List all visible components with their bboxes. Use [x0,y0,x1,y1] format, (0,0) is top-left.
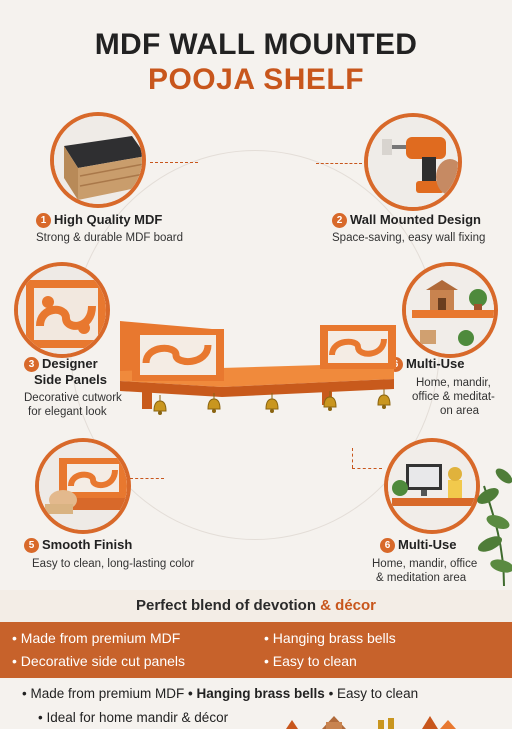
page-subtitle: POOJA SHELF [147,63,365,96]
shelf-with-bells-icon [120,321,396,415]
bottom-band: • Made from premium MDF • Hanging brass … [0,678,512,729]
bottom-line-1: • Made from premium MDF • Hanging brass … [22,686,419,701]
feature-3-desc-2: for elegant look [28,406,107,418]
side-panel-image [14,262,110,358]
page-title: MDF WALL MOUNTED [94,28,418,61]
home-mandir-icon [406,266,494,354]
tagline-band: Perfect blend of devotion & décor [0,590,512,622]
feature-6-desc-1: Home, mandir, office [372,558,478,570]
feature-6-desc-2: & meditation area [376,572,467,584]
tagline: Perfect blend of devotion & décor [135,597,377,614]
office-desk-icon [388,442,476,530]
highlight-3: • Decorative side cut panels [12,653,185,669]
plant-decoration-icon [477,468,512,586]
multi-use-image-2 [384,438,480,534]
pooja-shelf-image [112,315,402,425]
feature-3-desc-1: Decorative cutwork [24,392,122,404]
feature-4-desc-3: on area [440,405,480,417]
multi-use-image-1 [402,262,498,358]
temple-icons [286,716,456,729]
feature-3-title-line2: Side Panels [34,372,107,387]
drill-icon [368,117,458,207]
highlights-band: • Made from premium MDF • Hanging brass … [0,622,512,678]
feature-1-desc: Strong & durable MDF board [36,232,184,244]
bottom-line-2: • Ideal for home mandir & décor [38,710,229,725]
drill-image [364,113,462,211]
feature-2-desc: Space-saving, easy wall fixing [332,232,486,244]
cutwork-panel-icon [18,266,106,354]
smooth-finish-image [35,438,131,534]
highlight-1: • Made from premium MDF [12,630,181,646]
feature-4-desc-1: Home, mandir, [416,377,491,389]
highlight-2: • Hanging brass bells [264,630,396,646]
highlight-4: • Easy to clean [264,653,357,669]
feature-4-desc-2: office & meditat- [412,391,495,403]
mdf-board-icon [54,116,142,204]
feature-5-desc: Easy to clean, long-lasting color [32,558,195,570]
mdf-board-image [50,112,146,208]
cleaning-hand-icon [39,442,127,530]
